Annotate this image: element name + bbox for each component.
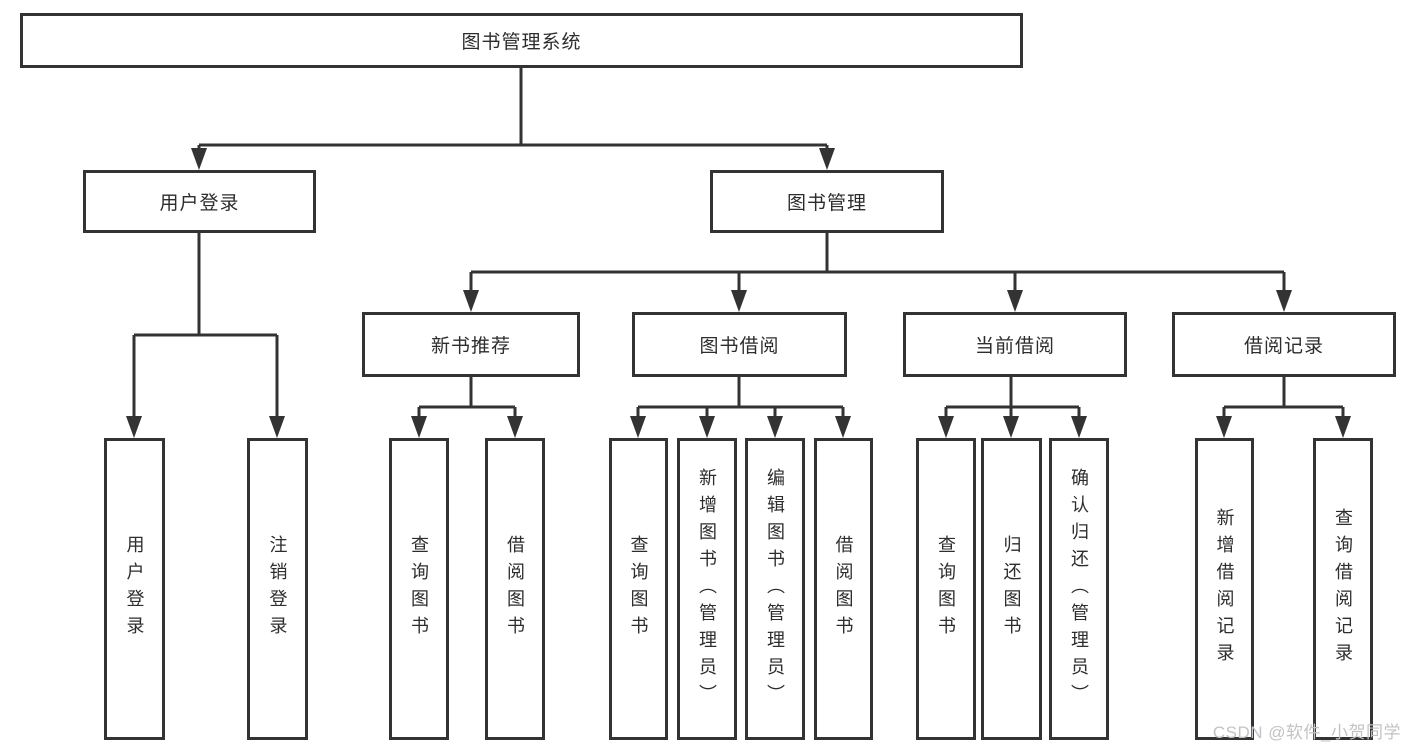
- node-book-management: 图书管理: [710, 170, 944, 233]
- arrowhead-icon: [463, 290, 479, 312]
- arrowhead-icon: [731, 290, 747, 312]
- node-leaf-query-borrow-record: 查询借阅记录: [1313, 438, 1373, 740]
- arrowhead-icon: [835, 416, 851, 438]
- node-label: 查询图书: [409, 535, 429, 643]
- arrowhead-icon: [411, 416, 427, 438]
- node-current-borrow: 当前借阅: [903, 312, 1127, 377]
- arrowhead-icon: [699, 416, 715, 438]
- node-leaf-confirm-return-admin: 确认归还（管理员）: [1049, 438, 1109, 740]
- node-label: 用户登录: [159, 193, 240, 214]
- node-leaf-add-book-admin: 新增图书（管理员）: [677, 438, 737, 740]
- node-leaf-logout: 注销登录: [247, 438, 308, 740]
- node-label: 查询借阅记录: [1333, 508, 1353, 670]
- node-leaf-user-login: 用户登录: [104, 438, 165, 740]
- node-leaf-query-books-3: 查询图书: [916, 438, 976, 740]
- node-label: 图书借阅: [699, 336, 780, 357]
- arrowhead-icon: [126, 416, 142, 438]
- node-leaf-borrow-books-1: 借阅图书: [485, 438, 545, 740]
- node-label: 编辑图书（管理员）: [765, 467, 785, 711]
- node-label: 借阅图书: [833, 535, 854, 643]
- node-label: 借阅图书: [505, 535, 525, 643]
- node-label: 确认归还（管理员）: [1069, 467, 1089, 711]
- node-label: 用户登录: [124, 535, 145, 643]
- node-label: 注销登录: [267, 535, 288, 643]
- node-leaf-add-borrow-record: 新增借阅记录: [1195, 438, 1254, 740]
- node-label: 新增图书（管理员）: [697, 467, 717, 711]
- csdn-watermark: CSDN @软件_小贺同学: [1212, 723, 1401, 742]
- node-leaf-query-books-2: 查询图书: [609, 438, 668, 740]
- arrowheads: [126, 148, 1351, 438]
- node-borrow-record: 借阅记录: [1172, 312, 1396, 377]
- arrowhead-icon: [1071, 416, 1087, 438]
- node-leaf-edit-book-admin: 编辑图书（管理员）: [745, 438, 805, 740]
- node-leaf-borrow-books-2: 借阅图书: [814, 438, 873, 740]
- arrowhead-icon: [269, 416, 285, 438]
- arrowhead-icon: [507, 416, 523, 438]
- node-leaf-return-book: 归还图书: [981, 438, 1042, 740]
- node-book-borrow: 图书借阅: [632, 312, 847, 377]
- node-label: 图书管理: [786, 193, 867, 214]
- arrowhead-icon: [630, 416, 646, 438]
- node-label: 借阅记录: [1243, 336, 1324, 357]
- arrowhead-icon: [938, 416, 954, 438]
- node-new-book-recommend: 新书推荐: [362, 312, 580, 377]
- arrowhead-icon: [1003, 416, 1019, 438]
- node-root: 图书管理系统: [20, 13, 1023, 68]
- arrowhead-icon: [1335, 416, 1351, 438]
- node-label: 查询图书: [936, 535, 956, 643]
- arrowhead-icon: [819, 148, 835, 170]
- node-label: 查询图书: [628, 535, 649, 643]
- node-label: 新书推荐: [430, 336, 511, 357]
- node-label: 归还图书: [1001, 535, 1022, 643]
- arrowhead-icon: [1216, 416, 1232, 438]
- arrowhead-icon: [191, 148, 207, 170]
- node-label: 图书管理系统: [461, 32, 582, 53]
- node-label: 当前借阅: [974, 336, 1055, 357]
- node-user-login: 用户登录: [83, 170, 316, 233]
- arrowhead-icon: [1276, 290, 1292, 312]
- arrowhead-icon: [767, 416, 783, 438]
- node-label: 新增借阅记录: [1214, 508, 1235, 670]
- arrowhead-icon: [1007, 290, 1023, 312]
- node-leaf-query-books-1: 查询图书: [389, 438, 449, 740]
